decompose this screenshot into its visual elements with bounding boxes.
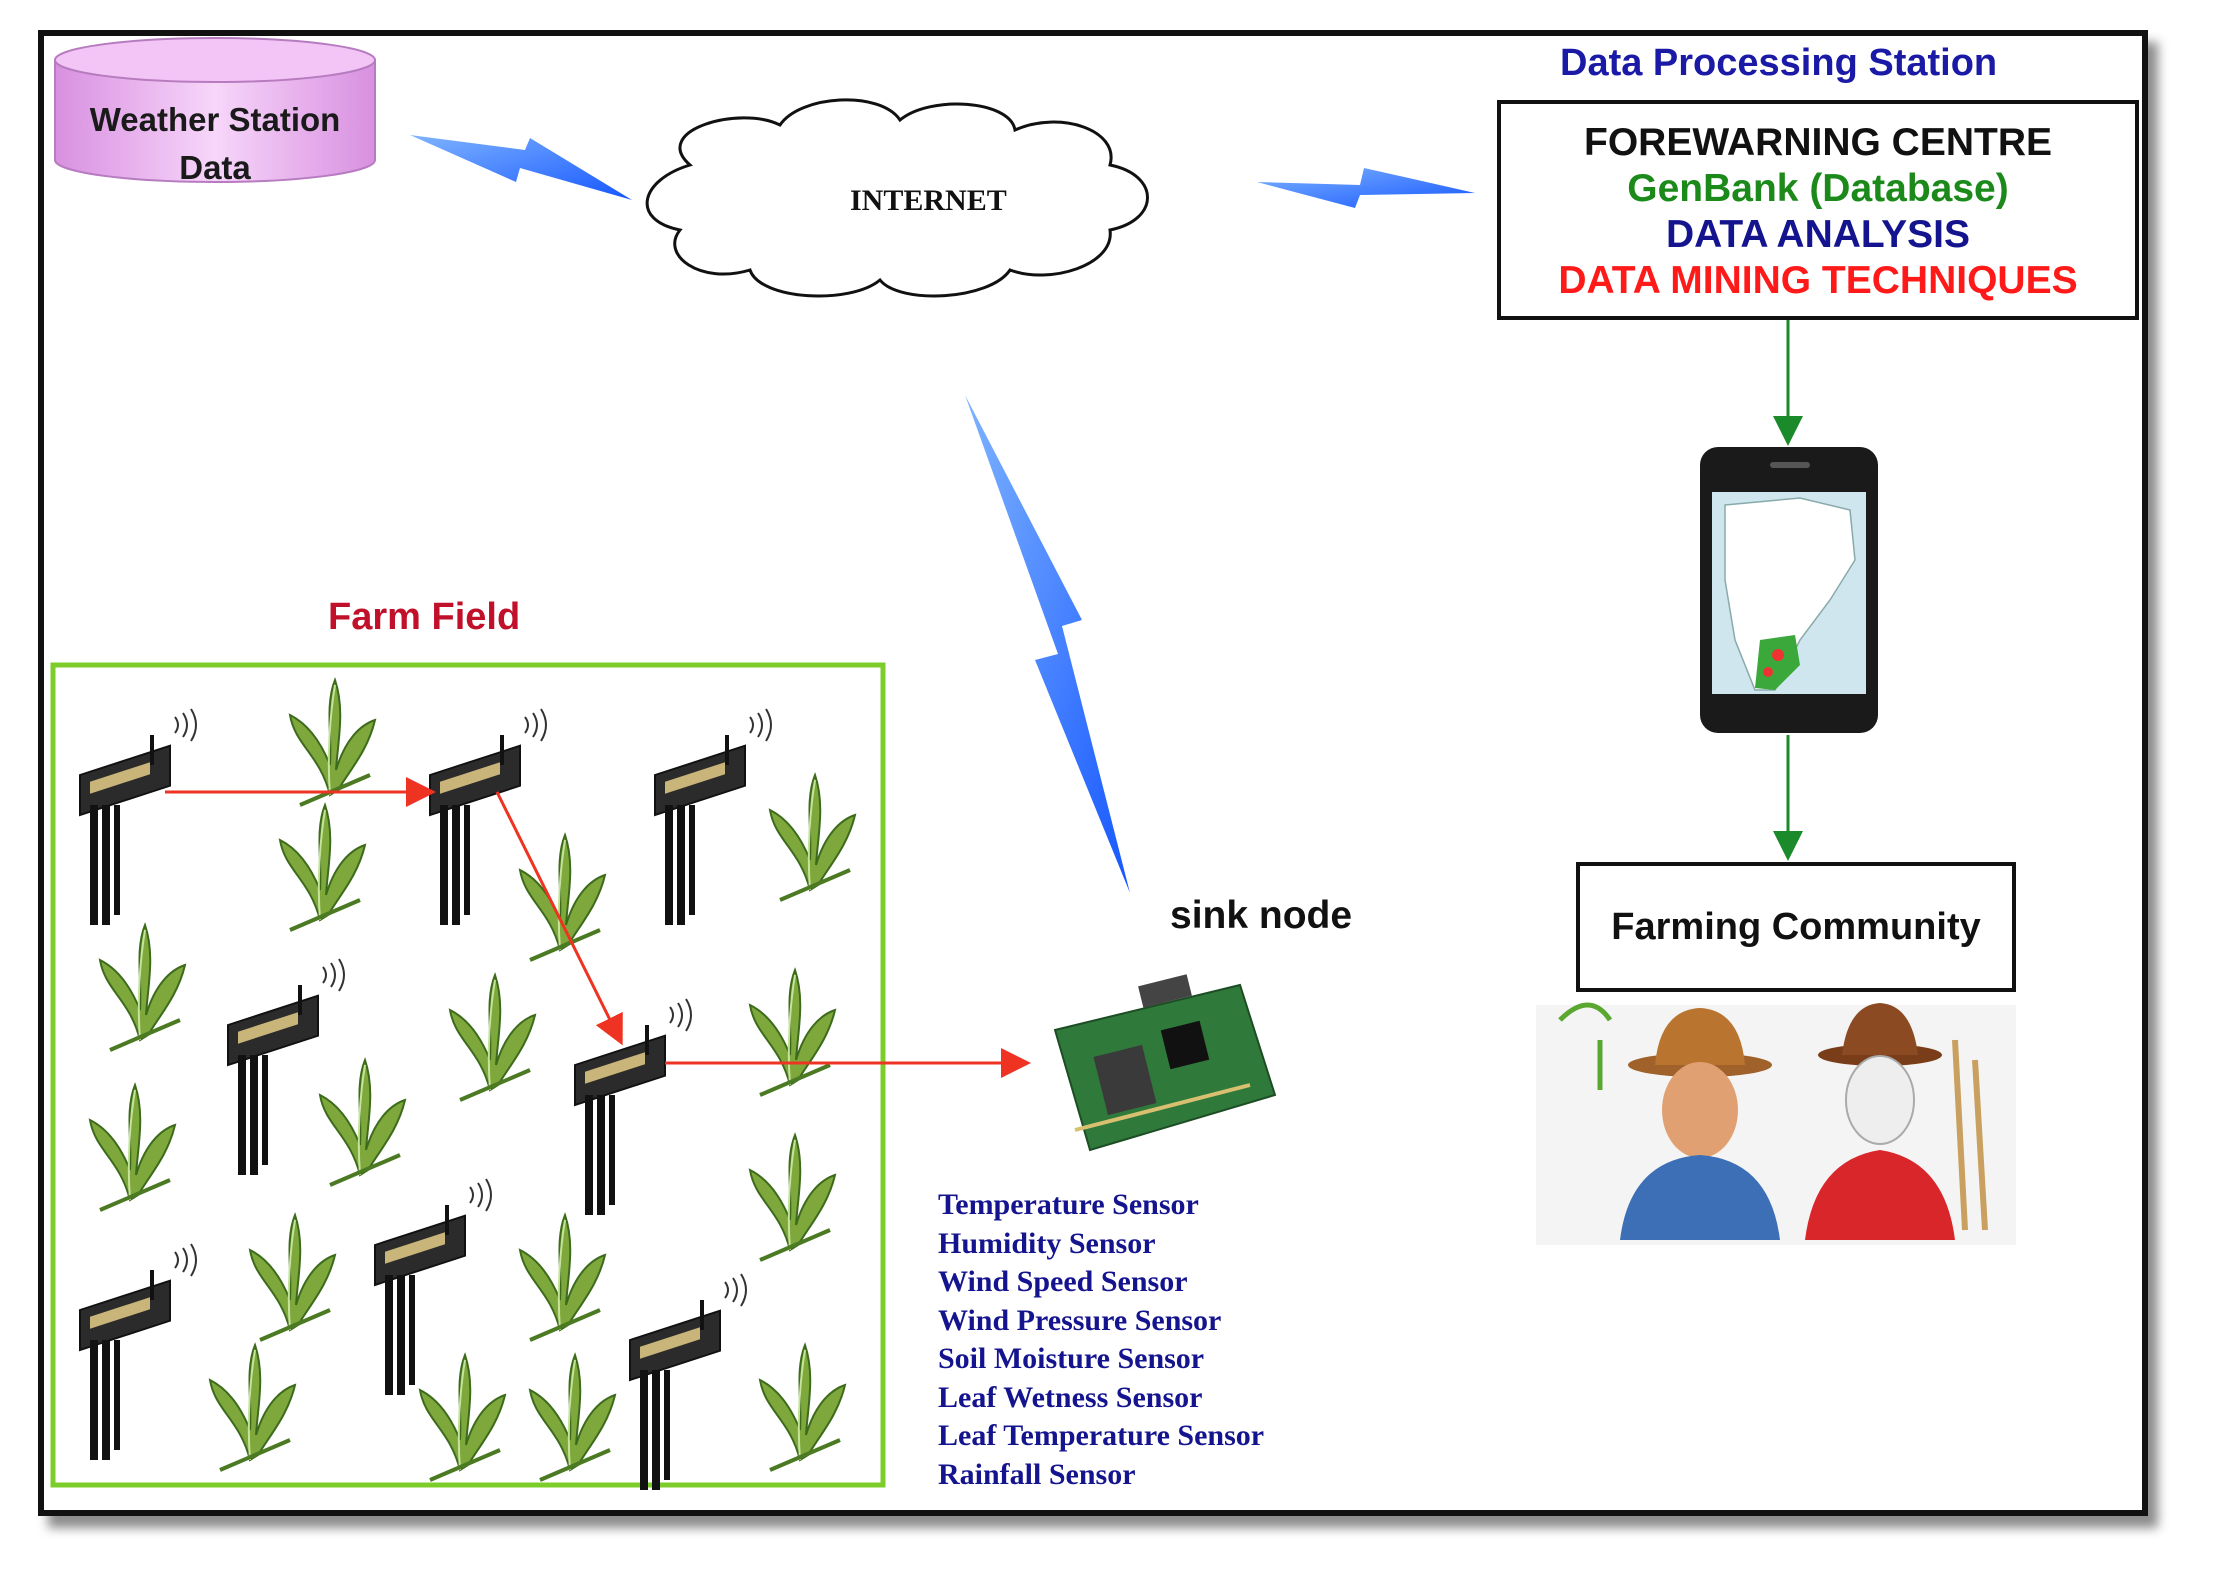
sensor-item: Wind Pressure Sensor [938, 1303, 1222, 1337]
farming-community-box: Farming Community [1576, 862, 2016, 992]
sink-node-board [1053, 974, 1277, 1152]
farm-field-title: Farm Field [328, 596, 521, 638]
sensor-item: Wind Speed Sensor [938, 1265, 1188, 1298]
forewarning-centre-box: FOREWARNING CENTRE GenBank (Database) DA… [1497, 100, 2139, 320]
smartphone-icon [1700, 447, 1878, 733]
internet-cloud [645, 98, 1149, 298]
lightning-internet-processing [1257, 168, 1475, 208]
farming-community-label: Farming Community [1611, 905, 1981, 948]
genbank-label: GenBank (Database) [1627, 167, 2009, 210]
data-mining-label: DATA MINING TECHNIQUES [1558, 259, 2078, 302]
sensor-nodes [79, 708, 772, 1491]
processing-station-title: Data Processing Station [1560, 42, 1998, 84]
lightning-internet-sink [965, 395, 1130, 893]
sink-node-label: sink node [1170, 894, 1353, 937]
farmers-illustration [1536, 1002, 2016, 1245]
sensor-item: Temperature Sensor [938, 1188, 1199, 1221]
sensor-item: Leaf Wetness Sensor [938, 1380, 1203, 1414]
sensor-item: Humidity Sensor [938, 1226, 1156, 1260]
farm-field-area [50, 662, 886, 1488]
sensor-item: Leaf Temperature Sensor [938, 1419, 1265, 1452]
node-link-arrows [165, 777, 1031, 1078]
weather-station-cylinder [54, 37, 376, 183]
data-analysis-label: DATA ANALYSIS [1665, 213, 1971, 256]
forewarning-centre-label: FOREWARNING CENTRE [1584, 121, 2052, 164]
sensor-list: Temperature Sensor Humidity Sensor Wind … [938, 1186, 1264, 1494]
sensor-item: Soil Moisture Sensor [938, 1342, 1205, 1375]
lightning-weather-internet [410, 135, 632, 200]
sensor-item: Rainfall Sensor [938, 1457, 1136, 1491]
weather-station-label: Weather Station Data [89, 101, 341, 186]
internet-label: INTERNET [850, 184, 1007, 217]
